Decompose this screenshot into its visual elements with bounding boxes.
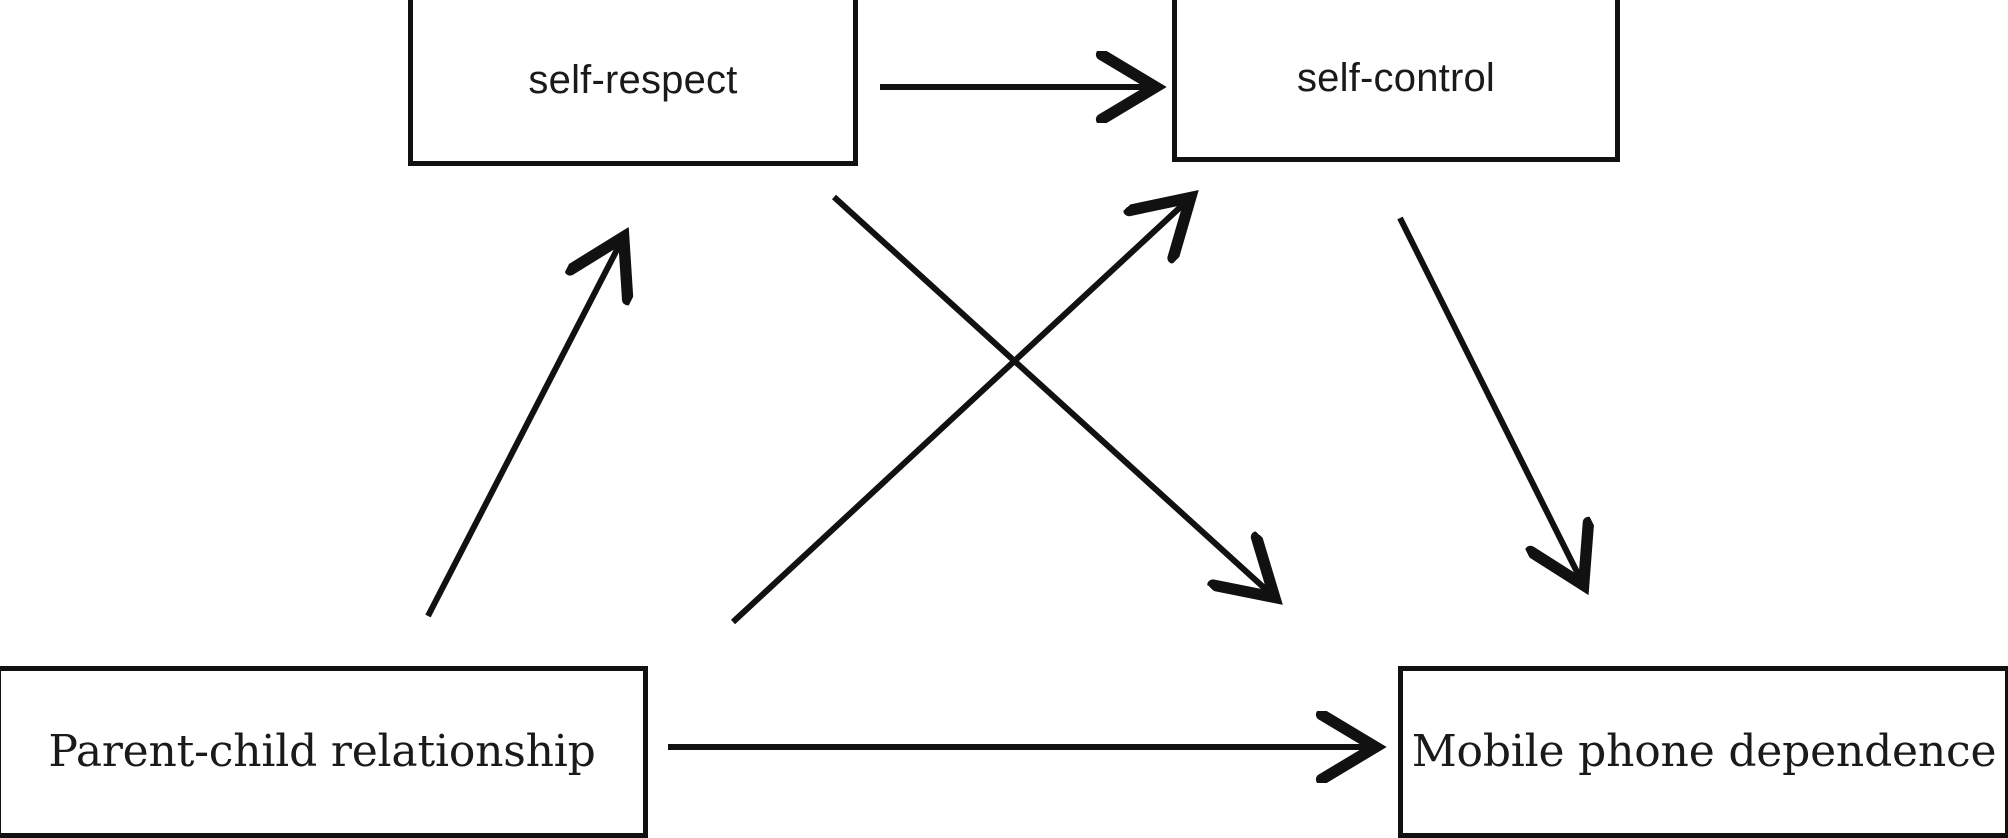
edge-parent-child-to-self-respect xyxy=(425,240,622,618)
node-self-control[interactable]: self-control xyxy=(1172,0,1620,162)
node-self-respect[interactable]: self-respect xyxy=(408,0,858,166)
node-self-control-label: self-control xyxy=(1296,56,1496,100)
node-parent-child-relationship[interactable]: Parent-child relationship xyxy=(0,666,648,838)
node-parent-child-relationship-label: Parent-child relationship xyxy=(48,725,596,777)
node-mobile-phone-dependence[interactable]: Mobile phone dependence xyxy=(1398,666,2008,838)
edge-parent-child-to-self-control xyxy=(730,200,1188,625)
node-mobile-phone-dependence-label: Mobile phone dependence xyxy=(1411,725,1997,777)
edge-self-control-to-mobile-dep xyxy=(1397,216,1582,582)
node-self-respect-label: self-respect xyxy=(528,58,738,102)
edge-self-respect-to-mobile-dep xyxy=(831,194,1272,595)
